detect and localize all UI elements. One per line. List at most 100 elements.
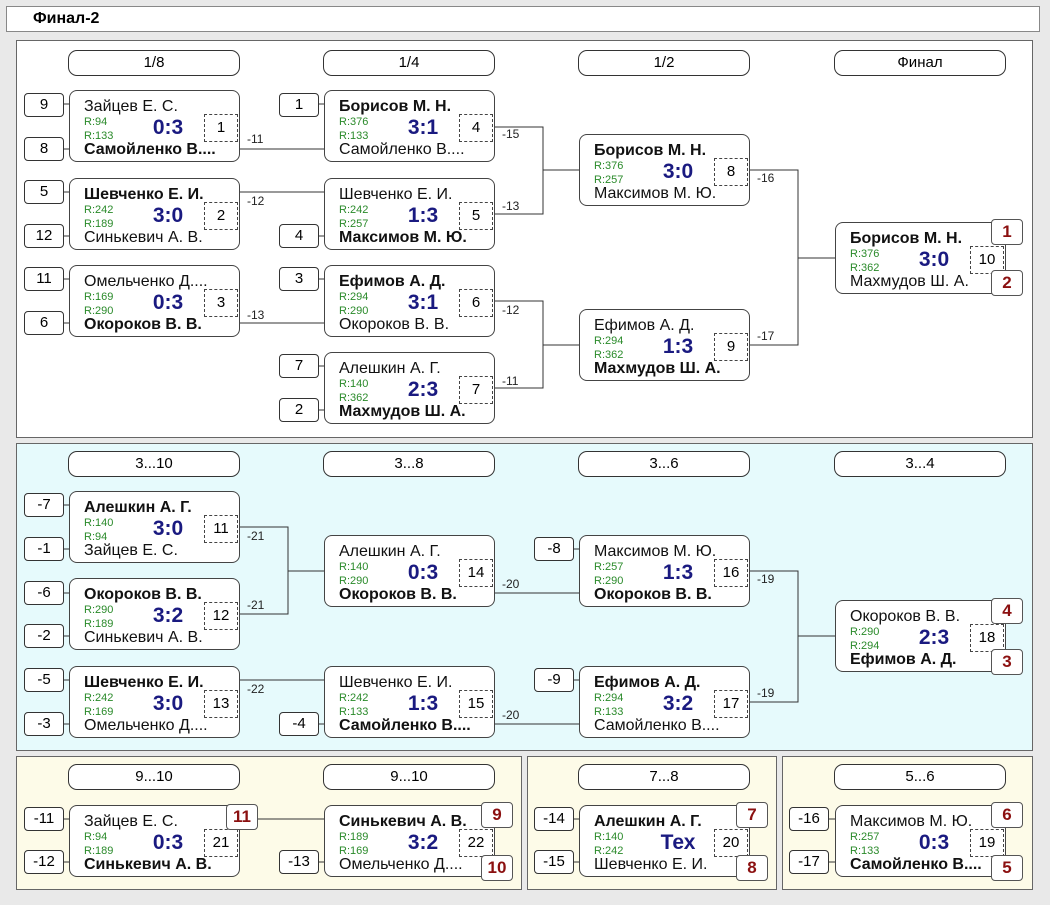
player-bottom: Окороков В. В. [339, 586, 457, 603]
rating-top: R:294 [594, 692, 624, 704]
rating-top: R:376 [339, 116, 369, 128]
seed-box: -12 [24, 850, 64, 874]
round-label: 9...10 [323, 764, 495, 790]
player-top: Зайцев Е. С. [84, 813, 178, 830]
match-number: 6 [459, 289, 493, 317]
round-label: 5...6 [834, 764, 1006, 790]
rating-bottom: R:242 [594, 845, 624, 857]
player-top: Синькевич А. В. [339, 813, 467, 830]
loser-ref: -16 [757, 171, 775, 185]
loser-ref: -20 [502, 708, 520, 722]
round-label: 3...6 [578, 451, 750, 477]
seed-box: 4 [279, 224, 319, 248]
place-badge: 5 [991, 855, 1023, 881]
match-number: 3 [204, 289, 238, 317]
place-badge: 11 [226, 804, 258, 830]
rating-bottom: R:290 [84, 305, 114, 317]
player-top: Алешкин А. Г. [594, 813, 702, 830]
player-top: Ефимов А. Д. [339, 273, 446, 290]
rating-top: R:140 [84, 517, 114, 529]
player-top: Шевченко Е. И. [84, 674, 204, 691]
rating-bottom: R:169 [84, 706, 114, 718]
player-bottom: Зайцев Е. С. [84, 542, 178, 559]
rating-bottom: R:133 [84, 130, 114, 142]
player-bottom: Самойленко В.... [84, 141, 216, 158]
rating-bottom: R:169 [339, 845, 369, 857]
loser-ref: -17 [757, 329, 775, 343]
player-bottom: Махмудов Ш. А. [850, 273, 969, 290]
loser-ref: -12 [502, 303, 520, 317]
player-bottom: Махмудов Ш. А. [594, 360, 721, 377]
player-bottom: Самойленко В.... [339, 141, 465, 158]
loser-ref: -11 [247, 132, 264, 146]
player-top: Окороков В. В. [850, 608, 961, 625]
player-top: Максимов М. Ю. [594, 543, 717, 560]
seed-box: -17 [789, 850, 829, 874]
match-score: 3:2 [662, 692, 694, 715]
seed-box: -4 [279, 712, 319, 736]
round-label: 3...8 [323, 451, 495, 477]
match-score: 3:0 [152, 204, 184, 227]
match-number: 13 [204, 690, 238, 718]
match-score: 3:1 [407, 291, 439, 314]
round-label: 1/2 [578, 50, 750, 76]
player-top: Зайцев Е. С. [84, 98, 178, 115]
match-number: 8 [714, 158, 748, 186]
player-bottom: Шевченко Е. И. [594, 856, 708, 873]
player-top: Алешкин А. Г. [339, 543, 441, 560]
rating-bottom: R:290 [594, 575, 624, 587]
rating-bottom: R:133 [594, 706, 624, 718]
seed-box: 8 [24, 137, 64, 161]
player-top: Ефимов А. Д. [594, 317, 695, 334]
rating-top: R:294 [594, 335, 624, 347]
player-bottom: Самойленко В.... [850, 856, 982, 873]
loser-ref: -19 [757, 572, 775, 586]
rating-bottom: R:189 [84, 618, 114, 630]
place-badge: 6 [991, 802, 1023, 828]
seed-box: 7 [279, 354, 319, 378]
seed-box: 12 [24, 224, 64, 248]
seed-box: 6 [24, 311, 64, 335]
round-label: 1/4 [323, 50, 495, 76]
player-bottom: Омельченко Д.... [339, 856, 463, 873]
match-score: 0:3 [152, 116, 184, 139]
seed-box: -1 [24, 537, 64, 561]
rating-bottom: R:290 [339, 305, 369, 317]
match-number: 7 [459, 376, 493, 404]
match-score: 1:3 [407, 692, 439, 715]
match-number: 16 [714, 559, 748, 587]
loser-ref: -20 [502, 577, 520, 591]
match-score: 3:0 [152, 517, 184, 540]
match-score: 3:1 [407, 116, 439, 139]
player-bottom: Максимов М. Ю. [594, 185, 717, 202]
loser-ref: -22 [247, 682, 265, 696]
match-score: 0:3 [152, 291, 184, 314]
match-score: 3:0 [662, 160, 694, 183]
rating-bottom: R:362 [594, 349, 624, 361]
rating-top: R:257 [594, 561, 624, 573]
loser-ref: -12 [247, 194, 265, 208]
match-number: 1 [204, 114, 238, 142]
loser-ref: -13 [247, 308, 265, 322]
player-bottom: Махмудов Ш. А. [339, 403, 466, 420]
rating-top: R:140 [339, 378, 369, 390]
rating-top: R:140 [339, 561, 369, 573]
seed-box: -13 [279, 850, 319, 874]
seed-box: -9 [534, 668, 574, 692]
match-number: 21 [204, 829, 238, 857]
rating-bottom: R:362 [850, 262, 880, 274]
rating-bottom: R:257 [339, 218, 369, 230]
player-top: Омельченко Д.... [84, 273, 208, 290]
match-number: 17 [714, 690, 748, 718]
rating-top: R:257 [850, 831, 880, 843]
rating-top: R:376 [594, 160, 624, 172]
seed-box: 3 [279, 267, 319, 291]
